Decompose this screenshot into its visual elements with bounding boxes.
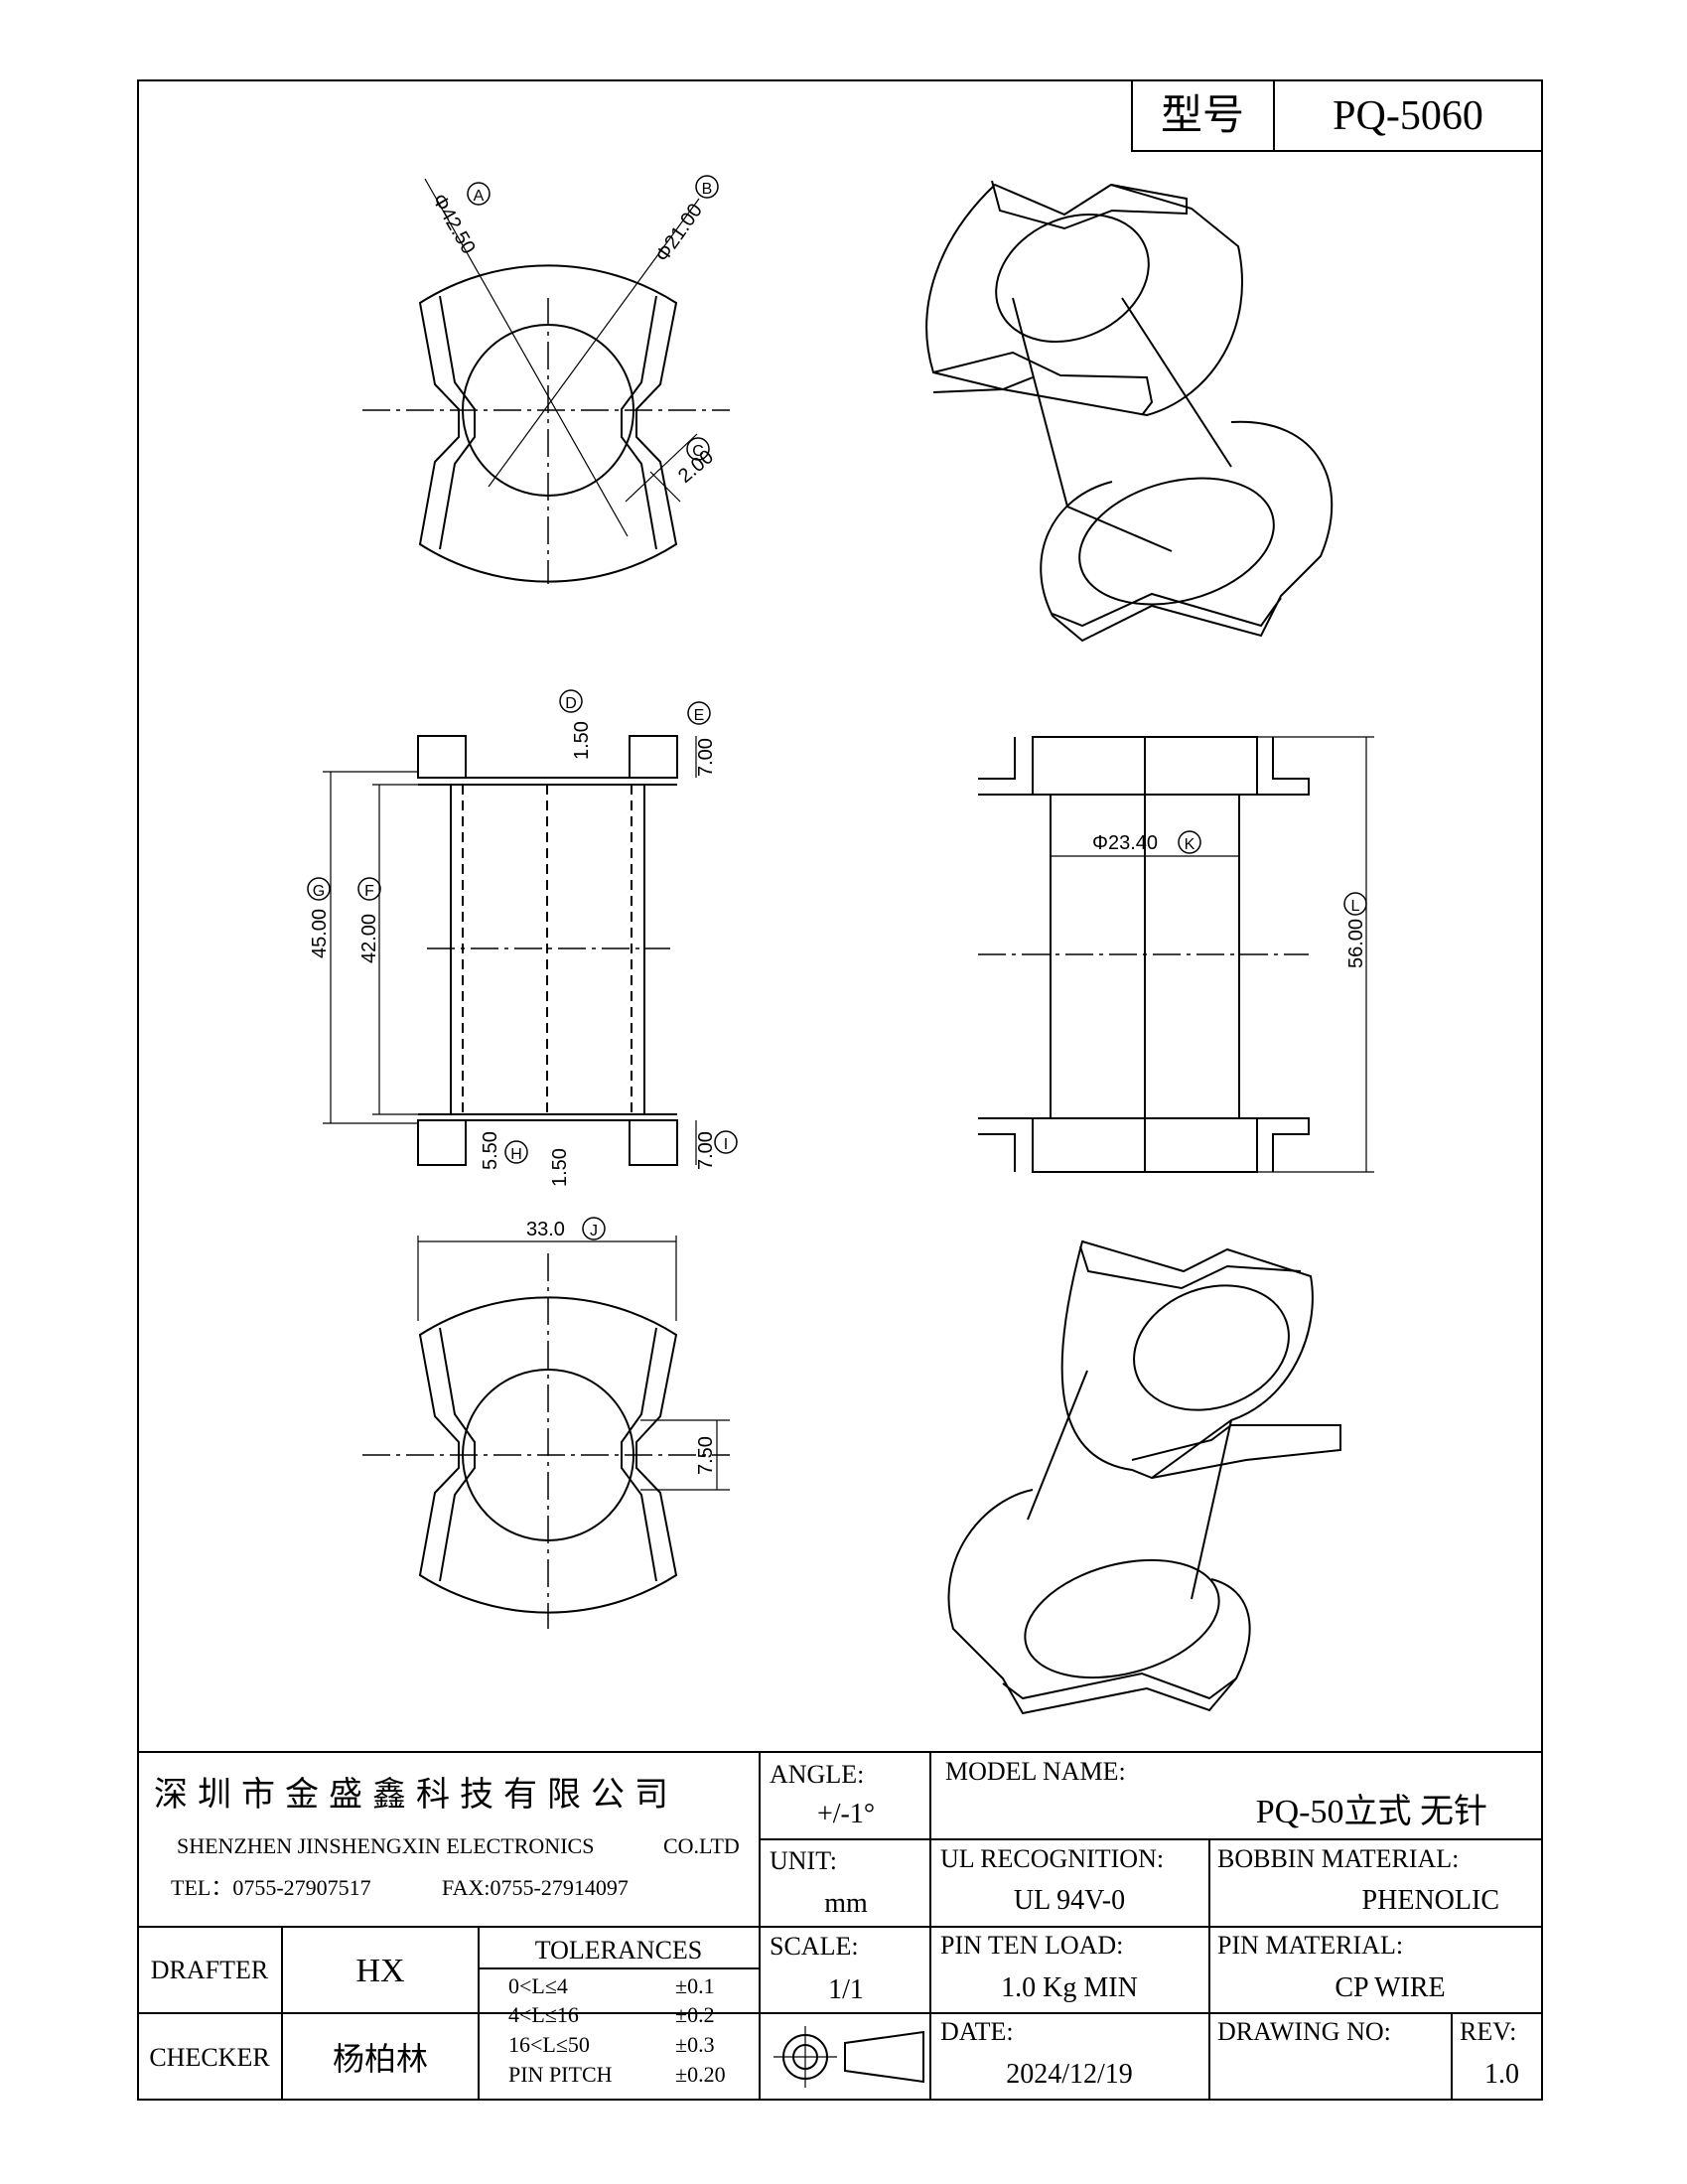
front-view	[978, 736, 1374, 1173]
dim-a-value: Φ42.50	[428, 191, 480, 258]
title-block-grid	[138, 1751, 1542, 2100]
end-view-top	[362, 178, 730, 584]
model-name-label: MODEL NAME:	[945, 1757, 1126, 1786]
date-value: 2024/12/19	[1006, 2059, 1133, 2090]
dim-l-value: 56.00	[1345, 919, 1367, 968]
dim-g-value: 45.00	[309, 909, 331, 958]
angle-value: +/-1°	[817, 1799, 875, 1829]
tol-range-2: 16<L≤50	[508, 2032, 590, 2057]
outer-frame	[137, 79, 1543, 2101]
end-view-bottom	[362, 1236, 730, 1629]
pin-material-value: CP WIRE	[1335, 1972, 1445, 2003]
model-title-box	[1131, 79, 1543, 152]
company-name-cn: 深圳市金盛鑫科技有限公司	[154, 1776, 678, 1814]
dim-k-tag: K	[1185, 836, 1195, 853]
company-fax: FAX:0755-27914097	[442, 1875, 629, 1900]
bobbin-material-value: PHENOLIC	[1362, 1885, 1499, 1916]
scale-value: 1/1	[828, 1974, 864, 2005]
side-view	[323, 735, 697, 1166]
dim-e-tag: E	[694, 707, 705, 724]
company-name-en: SHENZHEN JINSHENGXIN ELECTRONICS	[177, 1833, 594, 1858]
checker-label: CHECKER	[149, 2043, 270, 2072]
tol-range-3: PIN PITCH	[508, 2062, 613, 2087]
company-tel: TEL：0755-27907517	[171, 1875, 371, 1900]
drafter-value: HX	[355, 1953, 404, 1989]
checker-value: 杨柏林	[333, 2041, 428, 2077]
dim-e-value: 7.00	[695, 738, 717, 777]
dim-j-tag: J	[590, 1223, 598, 1239]
pin-material-label: PIN MATERIAL:	[1217, 1931, 1403, 1960]
model-value: PQ-5060	[1333, 93, 1483, 139]
tol-range-0: 0<L≤4	[508, 1973, 568, 1998]
dim-k-value: Φ23.40	[1092, 832, 1158, 854]
tol-value-1: ±0.2	[675, 2002, 715, 2027]
iso-view-top	[925, 180, 1334, 643]
dim-c-tag: C	[692, 443, 704, 460]
model-label: 型号	[1161, 93, 1244, 139]
rev-label: REV:	[1460, 2017, 1516, 2046]
dim-i-tag: I	[724, 1136, 728, 1153]
dim-h-tag: H	[510, 1146, 522, 1163]
company-co: CO.LTD	[663, 1833, 740, 1858]
tol-value-0: ±0.1	[675, 1973, 715, 1998]
iso-view-bottom	[947, 1239, 1341, 1715]
drawing-no-label: DRAWING NO:	[1217, 2017, 1391, 2046]
dim-b-tag: B	[702, 181, 713, 198]
rev-value: 1.0	[1484, 2059, 1519, 2090]
angle-label: ANGLE:	[770, 1760, 864, 1789]
dim-j-value: 33.0	[526, 1219, 565, 1240]
unit-label: UNIT:	[770, 1846, 837, 1875]
ul-value: UL 94V-0	[1014, 1885, 1125, 1916]
model-name-value: PQ-50立式 无针	[1256, 1793, 1487, 1830]
tol-value-3: ±0.20	[675, 2062, 726, 2087]
dim-d-value: 1.50	[571, 721, 593, 760]
date-label: DATE:	[940, 2017, 1014, 2046]
pin-ten-load-label: PIN TEN LOAD:	[940, 1931, 1123, 1960]
pin-ten-load-value: 1.0 Kg MIN	[1001, 1972, 1138, 2003]
dim-b-value: Φ21.00	[651, 200, 707, 266]
dim-d2-value: 1.50	[549, 1148, 571, 1187]
ul-label: UL RECOGNITION:	[940, 1844, 1164, 1873]
dim-l-tag: L	[1351, 898, 1360, 915]
unit-value: mm	[824, 1888, 868, 1919]
dim-i-value: 7.00	[695, 1131, 717, 1170]
bobbin-material-label: BOBBIN MATERIAL:	[1217, 1844, 1459, 1873]
dim-a-tag: A	[474, 188, 485, 205]
drafter-label: DRAFTER	[151, 1956, 269, 1984]
dim-h-value: 5.50	[480, 1131, 501, 1170]
tol-range-1: 4<L≤16	[508, 2002, 579, 2027]
scale-label: SCALE:	[770, 1932, 859, 1961]
dim-m-value: 7.50	[695, 1436, 717, 1475]
dim-f-value: 42.00	[358, 914, 380, 963]
dim-g-tag: G	[313, 883, 325, 900]
dim-f-tag: F	[364, 883, 374, 900]
tol-value-2: ±0.3	[675, 2032, 715, 2057]
tolerances-title: TOLERANCES	[535, 1936, 703, 1965]
dim-d-tag: D	[565, 695, 577, 712]
